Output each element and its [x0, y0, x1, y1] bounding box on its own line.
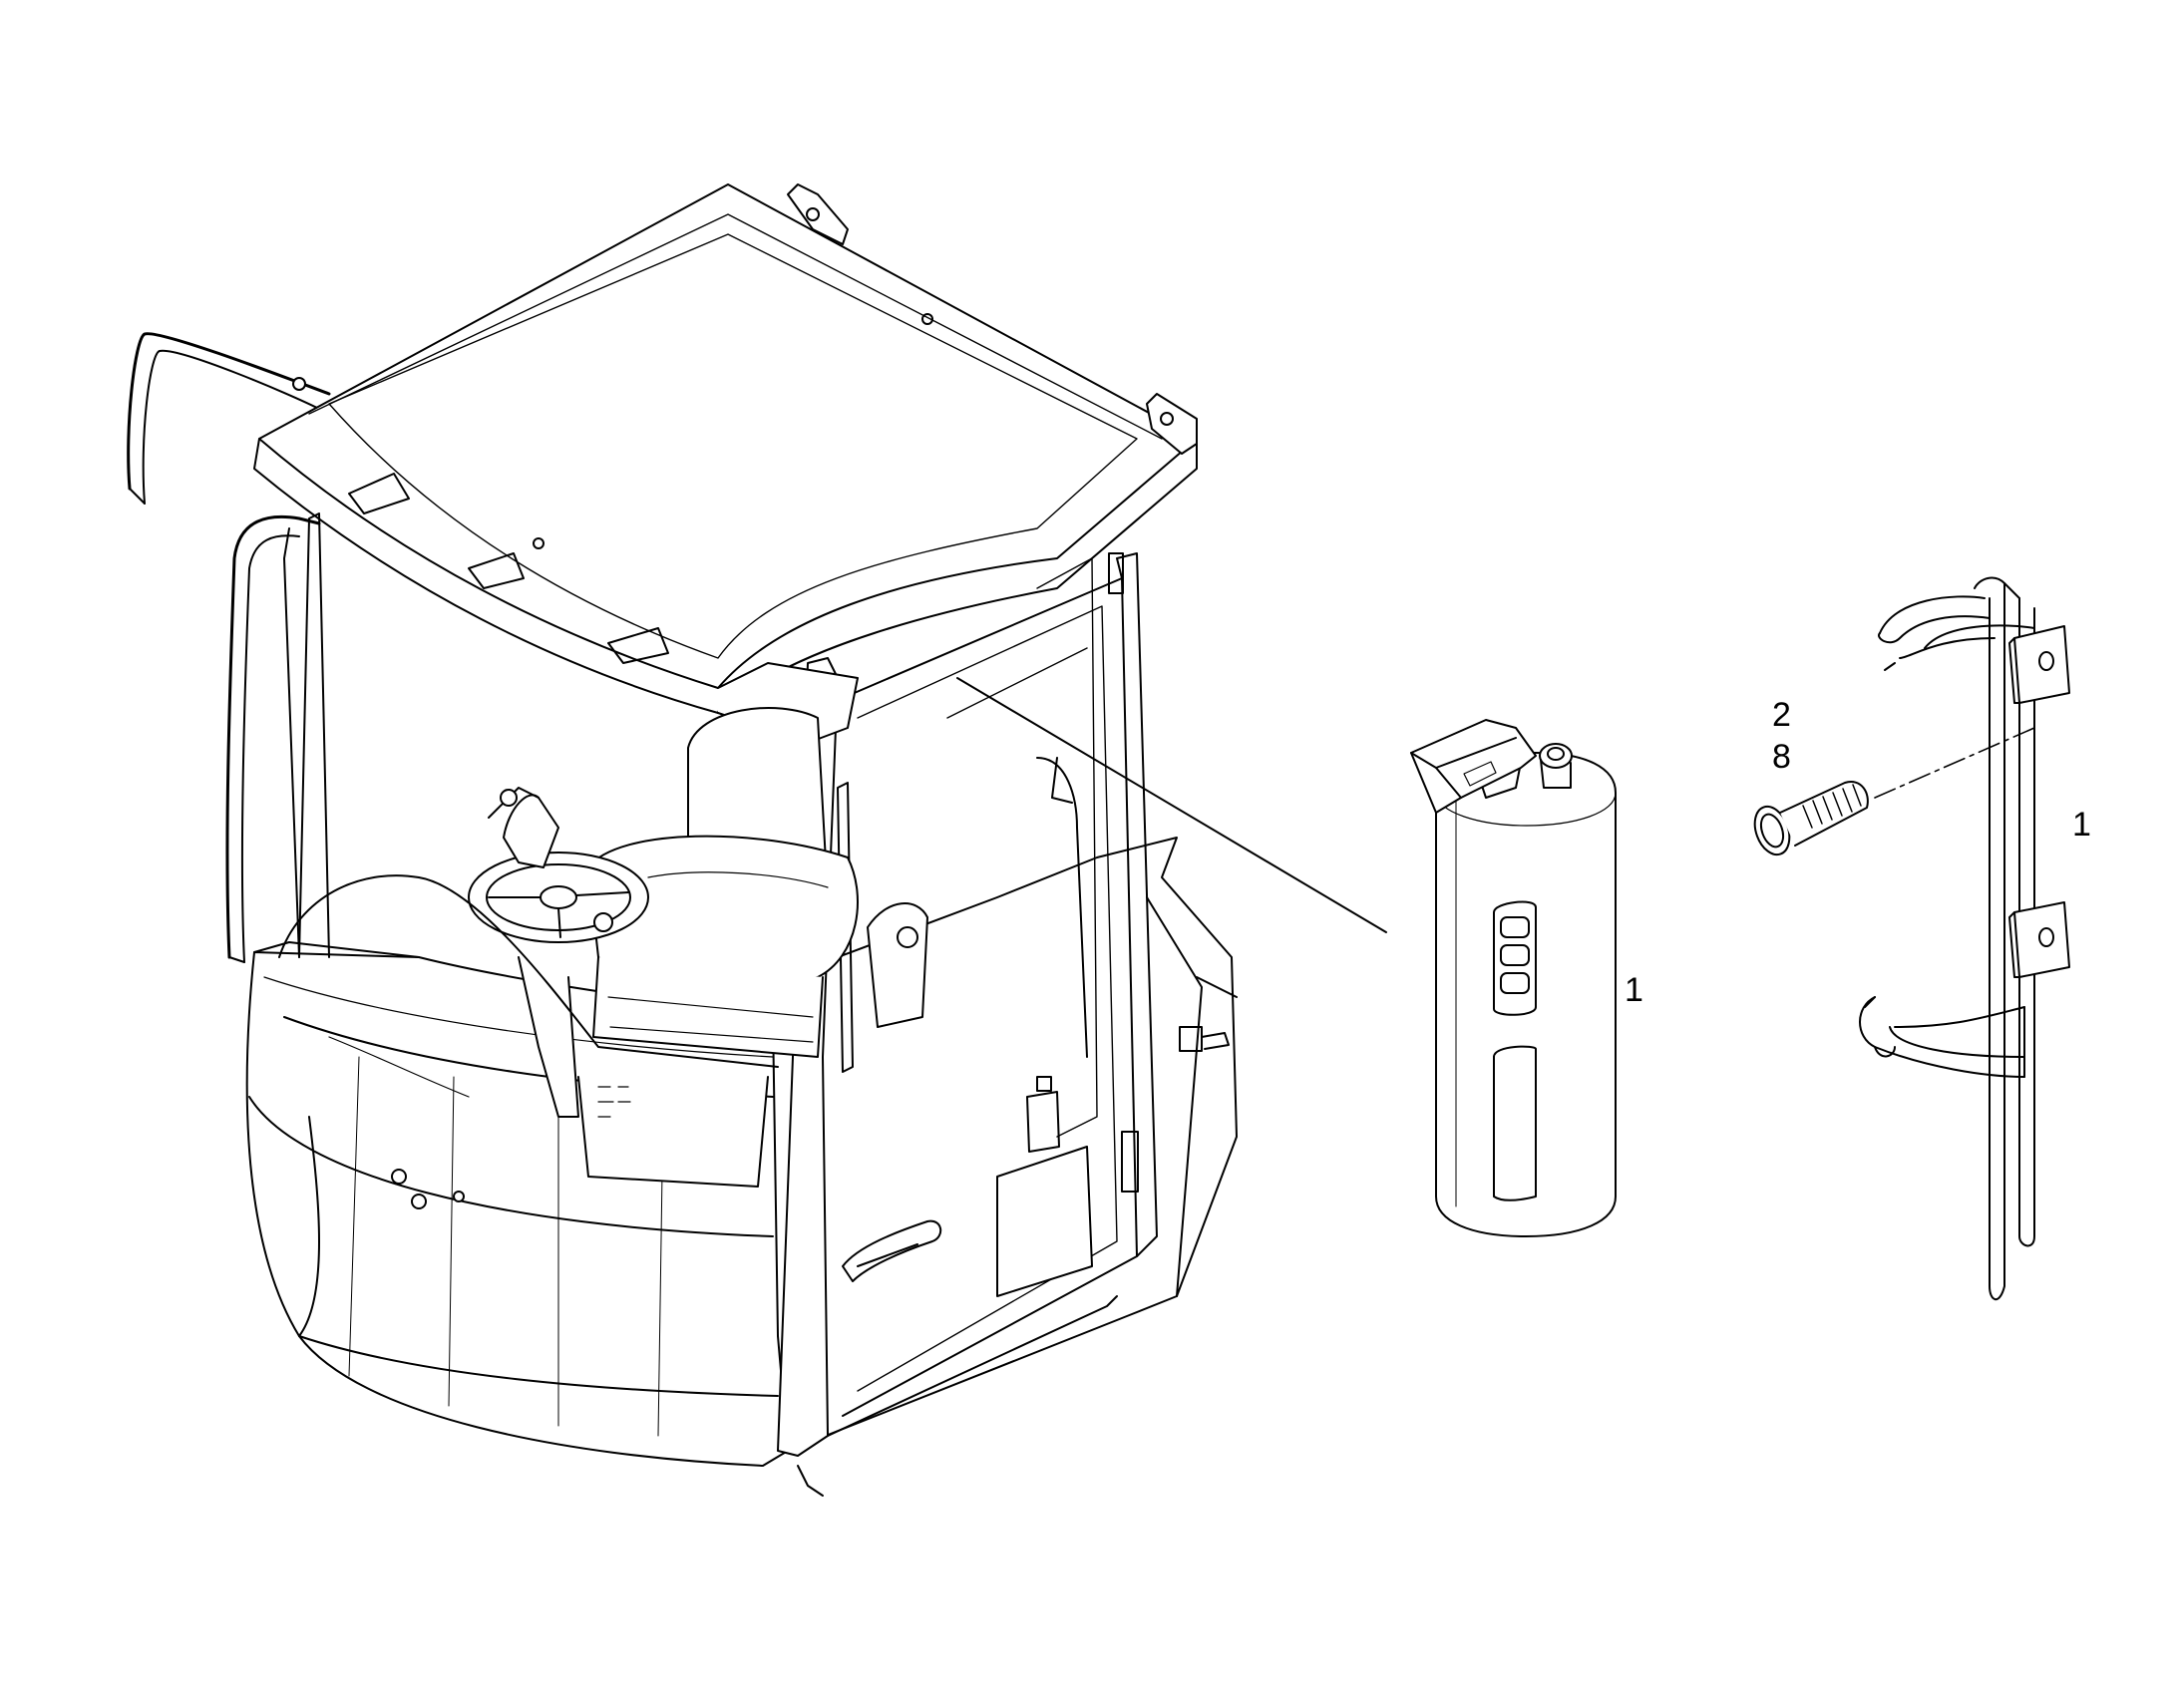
leader-line — [956, 677, 1387, 933]
countersunk-screw — [1753, 781, 1869, 856]
extinguisher-bracket — [1859, 576, 2070, 1301]
alignment-line — [1874, 727, 2035, 799]
callout-bracket: 1 — [2072, 806, 2091, 844]
callout-screw-bottom: 8 — [1772, 738, 1791, 776]
callout-extinguisher: 1 — [1625, 971, 1643, 1009]
forklift-cab — [127, 183, 1238, 1497]
fire-extinguisher — [1410, 719, 1617, 1237]
callout-screw-top: 2 — [1772, 696, 1791, 734]
